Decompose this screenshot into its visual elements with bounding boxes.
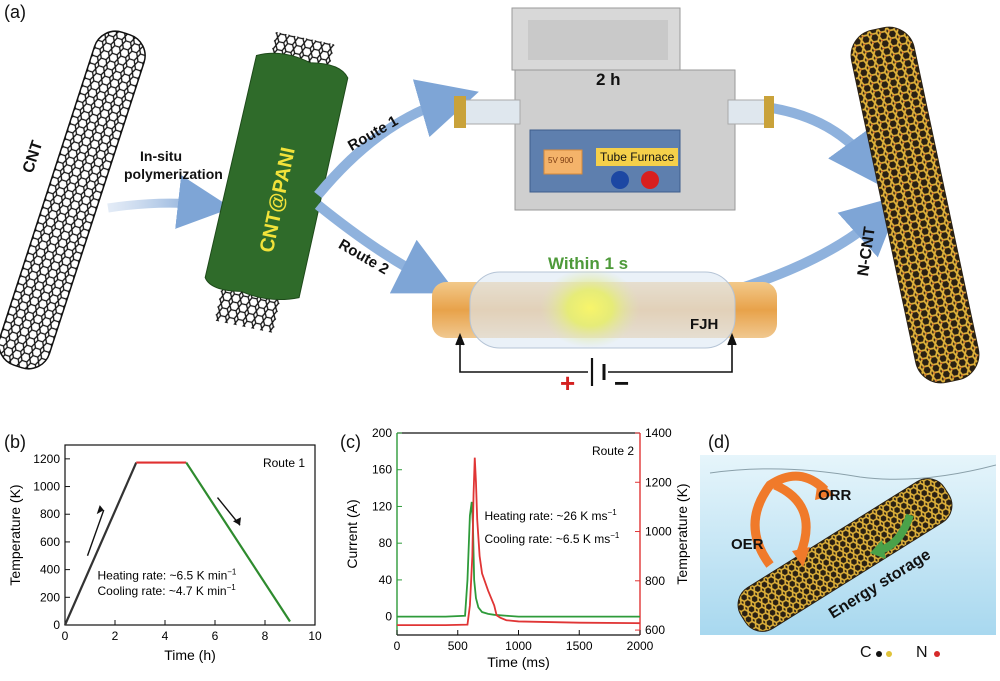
fjh-label: FJH	[690, 316, 719, 333]
x-tick-label-b: 4	[162, 629, 169, 643]
furnace-time-label: 2 h	[596, 70, 621, 89]
tube-furnace	[454, 7, 774, 211]
cnt-tube	[0, 30, 146, 370]
y-tick-label-b: 800	[40, 507, 60, 521]
chart-c: 0 500 1000 1500 2000 0 40 80 120 160 200 600 800 1000…	[344, 426, 690, 670]
heating-arrow-b	[86, 509, 105, 557]
y-right-tick-label-c: 1000	[645, 525, 672, 539]
panel-c-label: (c)	[340, 432, 361, 452]
x-tick-label-b: 8	[262, 629, 269, 643]
y-left-tick-label-c: 120	[372, 499, 392, 513]
furnace-display-text: 5V 900	[548, 156, 574, 165]
y-right-tick-label-c: 800	[645, 574, 665, 588]
x-axis-label-b: Time (h)	[164, 647, 216, 663]
panel-b-label: (b)	[4, 432, 26, 452]
x-tick-label-b: 10	[308, 629, 322, 643]
x-tick-label-c: 1500	[566, 639, 593, 653]
x-axis-label-c: Time (ms)	[487, 654, 549, 670]
legend-n-label: N	[916, 644, 928, 661]
oer-label: OER	[731, 536, 764, 553]
plot-frame-b	[64, 444, 316, 626]
fjh-circuit	[455, 332, 737, 386]
y-left-tick-label-c: 80	[379, 536, 393, 550]
y-right-tick-label-c: 1400	[645, 426, 672, 440]
y-left-axis-label-c: Current (A)	[344, 499, 360, 568]
y-tick-label-b: 400	[40, 563, 60, 577]
cooling-rate-b: Cooling rate: ~4.7 K min−1	[98, 583, 237, 598]
cooling-arrowhead-b	[233, 517, 241, 526]
panel-d-label: (d)	[708, 432, 730, 452]
y-right-tick-label-c: 1200	[645, 475, 672, 489]
heating-rate-b: Heating rate: ~6.5 K min−1	[98, 567, 237, 582]
y-left-tick-label-c: 200	[372, 426, 392, 440]
y-left-tick-label-c: 0	[385, 610, 392, 624]
y-left-tick-label-c: 40	[379, 573, 393, 587]
orr-oer-cycle-arrow	[750, 471, 829, 568]
route1-arrow	[314, 79, 479, 199]
legend-n-dot	[934, 651, 940, 657]
polymerization-arrow	[107, 175, 232, 229]
ncnt-tube	[850, 26, 980, 384]
panel-a-illustration	[0, 7, 980, 386]
minus-sign: −	[614, 368, 630, 398]
polymerization-label-2: polymerization	[124, 166, 223, 182]
fjh-time-label: Within 1 s	[548, 254, 629, 273]
cnt-pani-tube	[204, 31, 349, 333]
y-axis-label-b: Temperature (K)	[7, 484, 23, 585]
x-tick-label-c: 500	[448, 639, 468, 653]
y-tick-label-b: 600	[40, 535, 60, 549]
annotation-c: Route 2	[592, 444, 634, 458]
series-line-c-0	[397, 501, 640, 618]
y-tick-label-b: 1200	[33, 452, 60, 466]
panel-a-label: (a)	[4, 2, 26, 22]
y-tick-label-b: 200	[40, 590, 60, 604]
annotation-b: Route 1	[263, 456, 305, 470]
legend-c-dot2	[886, 651, 892, 657]
legend-c-dot	[876, 651, 882, 657]
y-right-tick-label-c: 600	[645, 623, 665, 637]
series-line-b-0	[63, 462, 138, 626]
fjh-tube	[432, 268, 777, 349]
heating-arrowhead-b	[96, 505, 104, 515]
y-right-axis-label-c: Temperature (K)	[674, 483, 690, 584]
legend-c-label: C	[860, 644, 872, 661]
x-tick-label-c: 0	[394, 639, 401, 653]
series-line-b-2	[185, 461, 291, 623]
y-left-tick-label-c: 160	[372, 463, 392, 477]
x-tick-label-b: 6	[212, 629, 219, 643]
panel-d-illustration	[700, 455, 996, 635]
series-line-c-1	[397, 457, 641, 627]
cooling-rate-c: Cooling rate: ~6.5 K ms−1	[484, 531, 619, 546]
route2-arrow	[314, 201, 457, 294]
furnace-name-label: Tube Furnace	[596, 148, 679, 166]
polymerization-label-1: In-situ	[140, 148, 182, 164]
x-tick-label-c: 1000	[505, 639, 532, 653]
x-tick-label-c: 2000	[627, 639, 654, 653]
heating-rate-c: Heating rate: ~26 K ms−1	[484, 508, 617, 523]
x-tick-label-b: 2	[112, 629, 119, 643]
plus-sign: +	[560, 368, 576, 398]
y-tick-label-b: 0	[53, 618, 60, 632]
x-tick-label-b: 0	[62, 629, 69, 643]
orr-label: ORR	[818, 487, 852, 504]
y-tick-label-b: 1000	[33, 480, 60, 494]
